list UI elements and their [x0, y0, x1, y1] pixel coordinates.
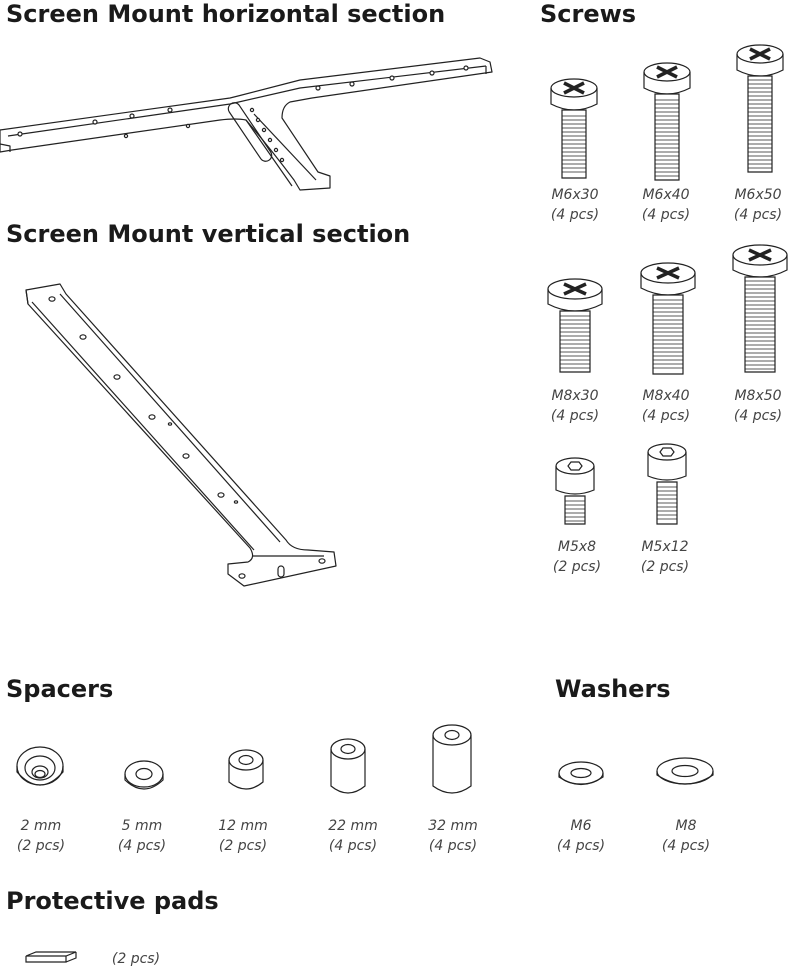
washer-caption: M6(4 pcs) — [556, 818, 606, 854]
heading-mount-vertical: Screen Mount vertical section — [6, 220, 411, 248]
protective-pad-illustration — [22, 950, 78, 968]
screw-m8x40-illustration — [639, 262, 697, 376]
screw-m6x30-illustration — [549, 78, 599, 180]
screw-caption: M8x30(4 pcs) — [550, 388, 600, 424]
vertical-mount-illustration — [20, 280, 350, 600]
screw-m5x12-illustration — [645, 442, 689, 526]
spacer-2mm-illustration — [14, 744, 66, 794]
spacer-caption: 5 mm(4 pcs) — [117, 818, 167, 854]
pad-caption: (2 pcs) — [111, 951, 161, 967]
screw-m6x40-illustration — [642, 62, 692, 182]
heading-spacers: Spacers — [6, 675, 114, 703]
spacer-5mm-illustration — [122, 758, 166, 796]
spacer-caption: 2 mm(2 pcs) — [16, 818, 66, 854]
screw-caption: M6x50(4 pcs) — [733, 187, 783, 223]
washer-caption: M8(4 pcs) — [661, 818, 711, 854]
screw-m8x50-illustration — [731, 244, 789, 374]
screw-caption: M8x50(4 pcs) — [733, 388, 783, 424]
heading-screws: Screws — [540, 0, 637, 28]
screw-m5x8-illustration — [553, 456, 597, 526]
heading-mount-horizontal: Screen Mount horizontal section — [6, 0, 446, 28]
heading-protective-pads: Protective pads — [6, 887, 219, 915]
washer-m8-illustration — [654, 755, 716, 793]
spacer-caption: 22 mm(4 pcs) — [328, 818, 378, 854]
screw-caption: M5x12(2 pcs) — [640, 539, 690, 575]
spacer-caption: 32 mm(4 pcs) — [428, 818, 478, 854]
spacer-12mm-illustration — [226, 748, 266, 798]
screw-caption: M5x8(2 pcs) — [552, 539, 602, 575]
horizontal-mount-illustration — [0, 40, 500, 200]
spacer-caption: 12 mm(2 pcs) — [218, 818, 268, 854]
screw-caption: M6x40(4 pcs) — [641, 187, 691, 223]
screw-m8x30-illustration — [546, 278, 604, 374]
heading-washers: Washers — [555, 675, 671, 703]
screw-m6x50-illustration — [735, 44, 785, 174]
screw-caption: M6x30(4 pcs) — [550, 187, 600, 223]
spacer-22mm-illustration — [328, 736, 368, 800]
screw-caption: M8x40(4 pcs) — [641, 388, 691, 424]
spacer-32mm-illustration — [430, 722, 474, 800]
washer-m6-illustration — [556, 758, 606, 792]
